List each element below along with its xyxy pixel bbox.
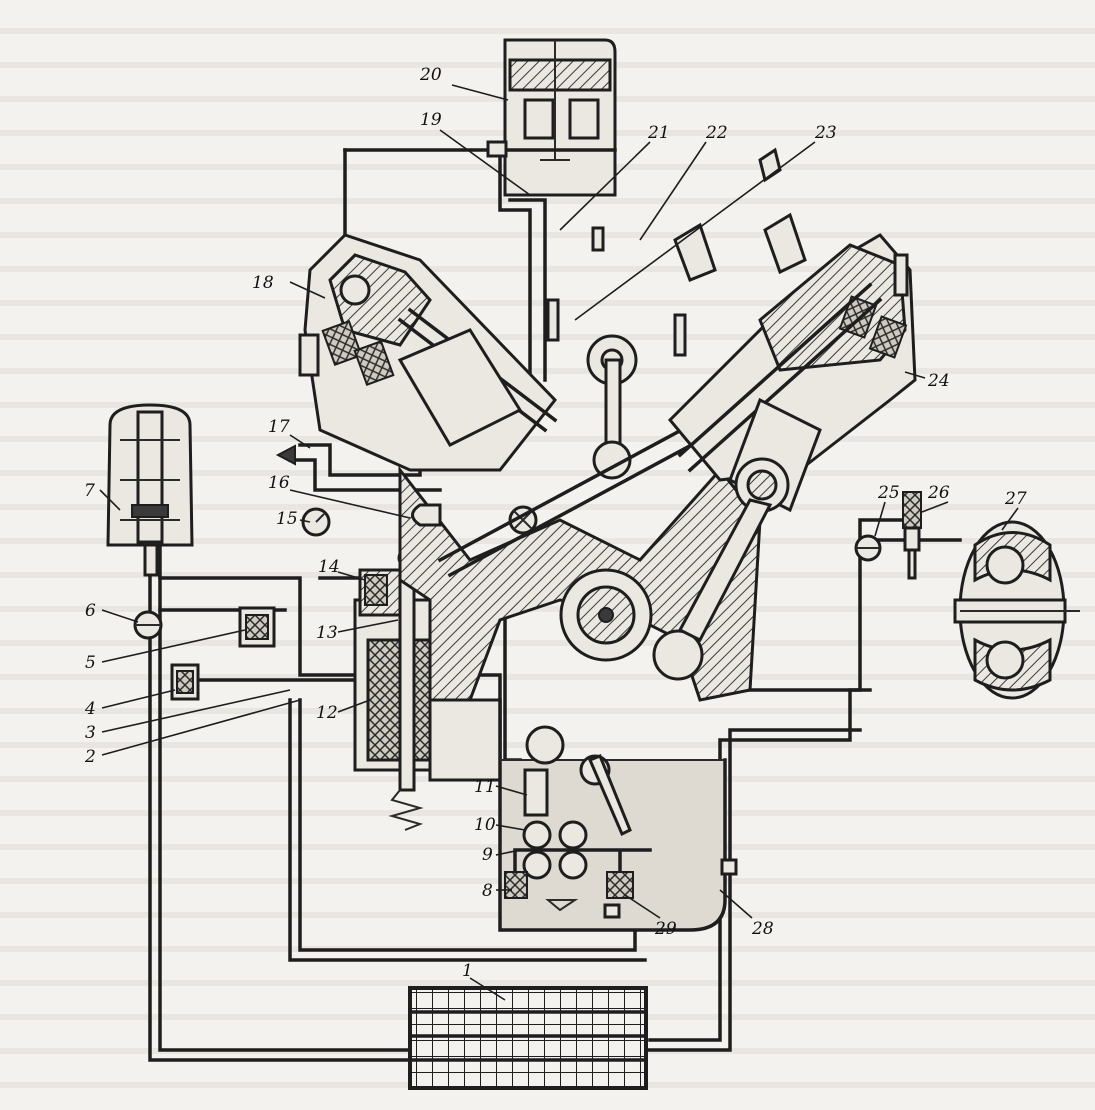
label-25: 25 [877, 483, 900, 503]
centrifuge-20 [486, 38, 617, 197]
label-24: 24 [927, 371, 950, 391]
label-7: 7 [84, 481, 95, 501]
label-6: 6 [85, 601, 96, 621]
label-21: 21 [647, 123, 670, 143]
label-3: 3 [85, 723, 96, 743]
label-1: 1 [462, 961, 473, 981]
label-5: 5 [85, 653, 96, 673]
centrifuge-27 [953, 520, 1080, 700]
label-23: 23 [814, 123, 837, 143]
label-16: 16 [268, 473, 290, 493]
label-22: 22 [705, 123, 728, 143]
label-15: 15 [276, 509, 298, 529]
cylinder-head-right-24 [667, 233, 917, 643]
label-8: 8 [482, 881, 493, 901]
label-11: 11 [474, 777, 496, 797]
label-19: 19 [420, 110, 442, 130]
label-14: 14 [318, 557, 340, 577]
outlet-arrow-17 [275, 444, 296, 466]
oil-sump-28 [498, 698, 738, 932]
label-26: 26 [927, 483, 950, 503]
label-2: 2 [84, 747, 96, 767]
oil-cooler-1 [408, 986, 648, 1090]
part-labels: 1 2 3 4 5 6 7 8 9 10 11 12 13 14 15 16 1… [84, 65, 1027, 981]
label-9: 9 [482, 845, 493, 865]
label-17: 17 [268, 417, 290, 437]
label-12: 12 [316, 703, 338, 723]
valve-25 [854, 534, 882, 562]
fitting-16 [411, 503, 442, 527]
engine-block [398, 334, 762, 782]
valve-5 [238, 606, 276, 648]
cylinder-head-left-18 [298, 233, 558, 472]
label-4: 4 [84, 699, 96, 719]
leader-lines [99, 84, 1019, 1001]
label-10: 10 [474, 815, 496, 835]
label-18: 18 [252, 273, 274, 293]
valve-6 [133, 610, 163, 640]
label-20: 20 [419, 65, 442, 85]
label-29: 29 [654, 919, 677, 939]
sensor-26 [902, 491, 922, 580]
label-28: 28 [751, 919, 774, 939]
label-27: 27 [1004, 489, 1027, 509]
label-13: 13 [316, 623, 338, 643]
pressure-gauge-15 [301, 507, 331, 537]
filter-7 [106, 403, 194, 577]
valve-4 [170, 663, 200, 701]
fitting-14 [364, 574, 388, 606]
